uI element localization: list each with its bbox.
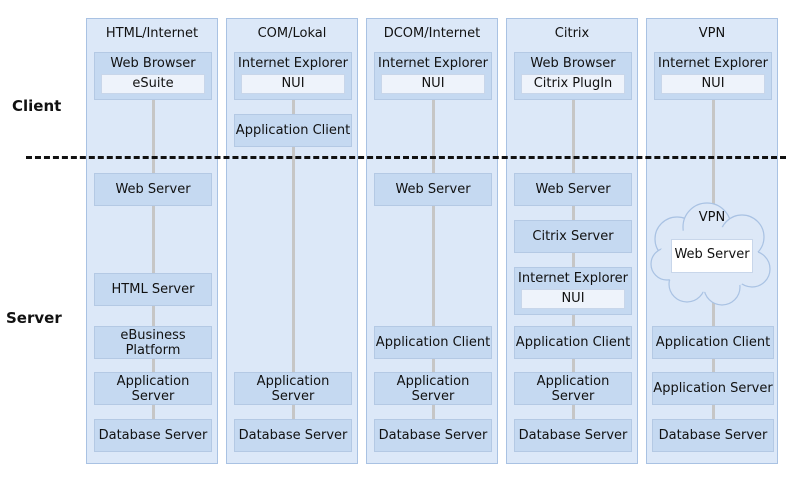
server-box-application-client: Application Client — [652, 326, 774, 359]
client-box-title: Internet Explorer — [658, 56, 768, 71]
connector-line — [432, 99, 435, 433]
column-title: HTML/Internet — [105, 26, 199, 41]
client-server-divider — [26, 156, 786, 159]
server-box-web-server: Web Server — [374, 173, 492, 206]
column-citrix: Citrix Web Browser Citrix PlugIn Web Ser… — [506, 18, 638, 464]
server-box-web-server: Web Server — [94, 173, 212, 206]
server-box-application-server: Application Server — [94, 372, 212, 405]
connector-line — [572, 99, 575, 433]
server-box-database-server: Database Server — [374, 419, 492, 452]
server-box-html-server: HTML Server — [94, 273, 212, 306]
server-box-application-client: Application Client — [374, 326, 492, 359]
server-box-application-server: Application Server — [652, 372, 774, 405]
client-box-internet-explorer: Internet Explorer NUI — [374, 52, 492, 100]
client-box-internet-explorer: Internet Explorer NUI — [234, 52, 352, 100]
server-box-inner-nui: NUI — [521, 289, 625, 309]
server-box-title: Internet Explorer — [518, 271, 628, 286]
server-box-database-server: Database Server — [94, 419, 212, 452]
column-title: VPN — [698, 26, 726, 41]
client-box-application-client: Application Client — [234, 114, 352, 147]
server-box-database-server: Database Server — [652, 419, 774, 452]
column-title: DCOM/Internet — [383, 26, 481, 41]
server-box-application-server: Application Server — [234, 372, 352, 405]
server-box-application-server: Application Server — [514, 372, 632, 405]
cloud-box-web-server: Web Server — [671, 239, 753, 273]
cloud-title: VPN — [698, 210, 726, 225]
server-box-application-server: Application Server — [374, 372, 492, 405]
server-box-application-client: Application Client — [514, 326, 632, 359]
client-box-title: Internet Explorer — [378, 56, 488, 71]
column-com-lokal: COM/Lokal Internet Explorer NUI Applicat… — [226, 18, 358, 464]
column-vpn: VPN Internet Explorer NUI VPN Web Server… — [646, 18, 778, 464]
client-box-inner-citrix-plugin: Citrix PlugIn — [521, 74, 625, 94]
connector-line — [152, 99, 155, 433]
client-box-inner-nui: NUI — [241, 74, 345, 94]
server-box-ebusiness-platform: eBusiness Platform — [94, 326, 212, 359]
client-box-inner-nui: NUI — [381, 74, 485, 94]
server-box-database-server: Database Server — [234, 419, 352, 452]
column-title: COM/Lokal — [257, 26, 327, 41]
client-box-title: Internet Explorer — [238, 56, 348, 71]
client-label: Client — [12, 97, 62, 115]
client-box-title: Web Browser — [530, 56, 616, 71]
server-label: Server — [6, 309, 62, 327]
client-box-inner-esuite: eSuite — [101, 74, 205, 94]
client-box-title: Web Browser — [110, 56, 196, 71]
connector-line — [292, 99, 295, 433]
column-title: Citrix — [554, 26, 590, 41]
server-box-citrix-server: Citrix Server — [514, 220, 632, 253]
client-box-internet-explorer: Internet Explorer NUI — [654, 52, 772, 100]
server-box-database-server: Database Server — [514, 419, 632, 452]
client-box-inner-nui: NUI — [661, 74, 765, 94]
server-box-internet-explorer: Internet Explorer NUI — [514, 267, 632, 315]
client-box-web-browser: Web Browser Citrix PlugIn — [514, 52, 632, 100]
client-box-web-browser: Web Browser eSuite — [94, 52, 212, 100]
column-html-internet: HTML/Internet Web Browser eSuite Web Ser… — [86, 18, 218, 464]
column-dcom-internet: DCOM/Internet Internet Explorer NUI Web … — [366, 18, 498, 464]
server-box-web-server: Web Server — [514, 173, 632, 206]
